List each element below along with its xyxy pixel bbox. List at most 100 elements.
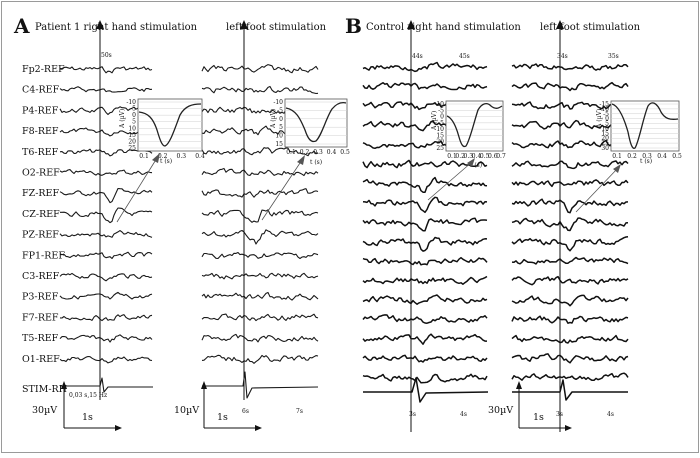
eeg-trace	[201, 85, 319, 95]
eeg-trace	[362, 256, 488, 266]
eeg-trace	[201, 333, 319, 343]
inset-a1-pointer-head	[152, 153, 160, 163]
channel-label: FZ-REF	[22, 188, 59, 199]
eeg-trace	[511, 101, 629, 110]
inset-b1-pointer	[427, 161, 473, 201]
inset-ytick-label: -10	[126, 99, 136, 106]
inset-ytick-label: -5	[603, 111, 609, 118]
eeg-trace	[511, 353, 629, 364]
panel-a-left-axis-arrowhead	[96, 20, 104, 29]
channel-label: C3-REF	[22, 271, 60, 282]
inset-ytick-label: 10	[601, 125, 609, 132]
eeg-trace	[511, 256, 629, 265]
inset-xtick-label: 0.4	[195, 153, 205, 160]
inset-ytick-label: -5	[438, 107, 444, 114]
eeg-trace	[362, 333, 487, 345]
eeg-trace	[511, 139, 629, 149]
b-scale-arrowhead	[516, 381, 522, 389]
panel-a-title-left: Patient 1 right hand stimulation	[35, 22, 198, 33]
channel-label: F7-REF	[22, 312, 59, 323]
a-left-scale-s: 1s	[82, 412, 93, 423]
eeg-trace	[59, 86, 153, 93]
panel-a-title-right: left foot stimulation	[226, 22, 327, 33]
eeg-trace	[511, 119, 629, 131]
eeg-trace	[59, 187, 153, 204]
channel-label: Fp2-REF	[22, 64, 65, 75]
inset-b2-pointer	[575, 167, 619, 213]
b-left-time-3s: 3s	[409, 411, 416, 418]
inset-b1-curve	[446, 103, 503, 148]
eeg-trace	[201, 313, 319, 322]
a-left-scale-uv: 30µV	[32, 405, 57, 416]
inset-b2-curve	[611, 102, 679, 149]
eeg-trace	[60, 207, 153, 224]
eeg-trace	[511, 217, 629, 232]
inset-a2-xlabel: t (s)	[310, 159, 322, 166]
inset-ytick-label: 30	[601, 145, 609, 152]
inset-ytick-label: 5	[440, 120, 444, 127]
inset-xtick-label: 0.1	[447, 153, 457, 160]
stim-trace	[363, 377, 489, 403]
a-right-scale-arrowhead-x	[255, 425, 262, 431]
inset-a1-frame	[137, 98, 203, 152]
channel-label: O2-REF	[22, 168, 60, 179]
b-left-time-45s: 45s	[459, 53, 470, 60]
inset-a1-ylabel: A (µV)	[119, 109, 126, 129]
eeg-trace	[362, 61, 488, 73]
eeg-trace	[511, 294, 629, 307]
eeg-trace	[201, 64, 319, 74]
inset-ytick-label: 0	[440, 114, 444, 121]
inset-a2-pointer	[261, 159, 303, 221]
eeg-trace	[59, 272, 153, 282]
eeg-trace	[511, 63, 629, 71]
inset-ytick-label: 0	[605, 116, 609, 123]
inset-xtick-label: 0.2	[455, 153, 465, 160]
b-right-time-35s: 35s	[608, 53, 619, 60]
inset-b2-frame	[610, 100, 680, 152]
inset-ytick-label: 25	[436, 145, 444, 152]
inset-a1-xlabel: t (s)	[160, 158, 172, 165]
eeg-trace	[511, 334, 629, 344]
eeg-trace	[362, 196, 488, 214]
eeg-trace	[201, 354, 319, 364]
inset-xtick-label: 0.5	[672, 153, 682, 160]
a-left-scale-arrowhead	[61, 381, 67, 389]
eeg-trace	[362, 236, 488, 252]
eeg-trace	[59, 291, 153, 300]
eeg-trace	[201, 251, 319, 260]
inset-ytick-label: -10	[273, 99, 283, 106]
eeg-trace	[511, 198, 629, 214]
a-right-time-6s: 6s	[242, 408, 249, 415]
eeg-trace	[59, 148, 153, 157]
inset-b1-xticks: 0.10.20.30.40.50.60.7	[447, 153, 506, 160]
inset-xtick-label: 0.1	[286, 149, 296, 156]
panel-a-right-axis-arrowhead	[240, 20, 248, 29]
inset-b2-ylabel: A (µV)	[596, 109, 603, 129]
panel-b-title-right: left foot stimulation	[540, 22, 641, 33]
inset-ytick-label: -10	[599, 106, 609, 113]
inset-ytick-label: -5	[130, 106, 136, 113]
inset-ytick-label: 20	[436, 139, 444, 146]
channel-label: FP1-REF	[22, 250, 65, 261]
channel-label: O1-REF	[22, 354, 60, 365]
inset-b2-xlabel: t (s)	[640, 158, 652, 165]
inset-a2-curve	[285, 102, 347, 143]
panel-b-title-left: Control right hand stimulation	[366, 22, 521, 33]
inset-xtick-label: 0.6	[488, 153, 498, 160]
inset-a2-pointer-head	[297, 155, 305, 165]
inset-ytick-label: 10	[436, 126, 444, 133]
panel-a-letter: A	[13, 14, 30, 38]
inset-xtick-label: 0.2	[158, 153, 168, 160]
inset-ytick-label: 0	[132, 112, 136, 119]
inset-ytick-label: -10	[434, 101, 444, 108]
b-right-time-4s: 4s	[607, 411, 614, 418]
eeg-trace	[362, 373, 488, 384]
channel-label: PZ-REF	[22, 230, 59, 241]
stim-trace	[512, 379, 628, 401]
panel-b-right-axis-arrowhead	[556, 20, 564, 29]
